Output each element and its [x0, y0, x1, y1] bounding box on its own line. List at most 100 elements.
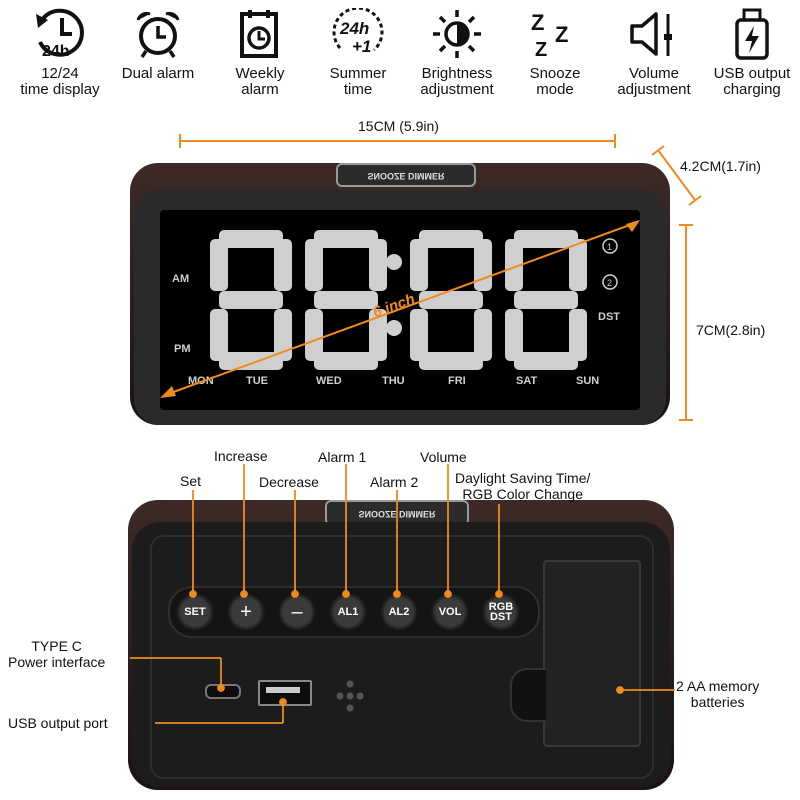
usb-charging-icon: [735, 8, 769, 60]
digit-2-segment: [369, 309, 387, 361]
volume-button[interactable]: VOL: [431, 593, 469, 631]
feature-snooze: Z Z Z Snooze mode: [505, 8, 605, 98]
digit-3-segment: [410, 239, 428, 291]
am-indicator: AM: [172, 273, 189, 285]
depth-dimension: 4.2CM(1.7in): [680, 158, 761, 174]
digit-3-segment: [474, 239, 492, 291]
digit-4-segment: [505, 309, 523, 361]
feature-brightness: Brightness adjustment: [407, 8, 507, 98]
digit-1-segment: [219, 291, 283, 309]
digit-1-segment: [274, 309, 292, 361]
usb-port-tongue: [266, 687, 300, 693]
clock-24h-icon: 24h: [36, 8, 84, 60]
digit-4-segment: [569, 309, 587, 361]
colon-dot-top: [386, 254, 402, 270]
digit-2-segment: [305, 309, 323, 361]
feature-12-24: 24h 12/24 time display: [10, 8, 110, 98]
dst-indicator: DST: [598, 311, 620, 323]
digit-2-segment: [305, 239, 323, 291]
alarm2-indicator: 2: [602, 274, 618, 290]
alarm1-label: Alarm 1: [318, 449, 367, 465]
weekday-fri: FRI: [448, 375, 466, 387]
diagonal-arrow-start: [160, 386, 176, 398]
set-button[interactable]: SET: [176, 593, 214, 631]
feature-label: Weekly alarm: [235, 65, 285, 98]
alarm2-label: Alarm 2: [370, 474, 419, 490]
diagonal-line: [167, 221, 639, 395]
volume-label: Volume: [420, 449, 467, 465]
feature-dual-alarm: Dual alarm: [108, 8, 208, 82]
digit-3-segment: [474, 309, 492, 361]
weekday-row: MONTUEWEDTHUFRISATSUN: [188, 375, 599, 387]
feature-label: Snooze mode: [529, 65, 581, 98]
digit-1-segment: [274, 239, 292, 291]
increase-label: Increase: [214, 448, 268, 464]
weekday-sun: SUN: [576, 375, 599, 387]
volume-icon: [630, 12, 672, 56]
snooze-icon: Z Z Z: [531, 10, 568, 60]
digit-4-segment: [514, 291, 578, 309]
width-dimension: 15CM (5.9in): [358, 118, 439, 134]
digit-1-segment: [210, 239, 228, 291]
digit-1-segment: [219, 230, 283, 248]
weekday-sat: SAT: [516, 375, 537, 387]
type-c-label: TYPE C Power interface: [8, 638, 106, 670]
digit-4-segment: [569, 239, 587, 291]
feature-label: Brightness adjustment: [420, 65, 494, 98]
digit-3-segment: [419, 352, 483, 370]
set-label: Set: [180, 473, 202, 489]
digit-segments: [210, 230, 587, 370]
feature-label: 12/24 time display: [20, 65, 100, 98]
brightness-icon: [433, 10, 481, 58]
feature-label: Volume adjustment: [617, 65, 691, 98]
digit-4-segment: [514, 352, 578, 370]
digit-1-segment: [210, 309, 228, 361]
digit-2-segment: [369, 239, 387, 291]
battery-latch[interactable]: [510, 668, 546, 722]
feature-summer-time: 24h +1 Summer time: [308, 8, 408, 98]
battery-compartment[interactable]: [543, 560, 641, 747]
decrease-label: Decrease: [259, 474, 319, 490]
digit-2-segment: [314, 352, 378, 370]
callout-lines: [130, 464, 675, 724]
back-inner-frame: [150, 535, 654, 779]
digit-1-segment: [219, 352, 283, 370]
digit-3-segment: [419, 230, 483, 248]
increase-button[interactable]: +: [227, 593, 265, 631]
weekday-thu: THU: [382, 375, 405, 387]
snooze-z-2: Z: [555, 22, 568, 47]
feature-label: USB output charging: [713, 65, 791, 98]
snooze-z-1: Z: [531, 10, 544, 35]
digit-2-segment: [314, 291, 378, 309]
feature-usb: USB output charging: [702, 8, 800, 98]
pm-indicator: PM: [174, 343, 191, 355]
weekday-wed: WED: [316, 375, 342, 387]
feature-label: Summer time: [329, 65, 387, 98]
alarm2-number: 2: [607, 278, 612, 288]
battery-label: 2 AA memory batteries: [676, 678, 760, 710]
speaker-grille-icon: [336, 680, 364, 712]
calendar-clock-icon: [240, 10, 278, 58]
feature-weekly-alarm: Weekly alarm: [210, 8, 310, 98]
digit-2-segment: [314, 230, 378, 248]
clock-24h-text: 24h: [42, 43, 70, 60]
summer-time-text-b: +1: [352, 37, 371, 56]
alarm1-number: 1: [607, 242, 612, 252]
alarm1-indicator: 1: [602, 238, 618, 254]
rgb-dst-label: Daylight Saving Time/ RGB Color Change: [455, 470, 591, 502]
led-display: AM PM DST 1 2 MONTUEWEDTHUFRISATSUN 6 in…: [160, 220, 640, 398]
decrease-button[interactable]: –: [278, 593, 316, 631]
snooze-dimmer-button[interactable]: SNOOZE DIMMER: [336, 163, 476, 187]
summer-time-icon: 24h +1: [332, 8, 384, 56]
snooze-z-3: Z: [535, 39, 547, 60]
height-dimension: 7CM(2.8in): [696, 322, 766, 338]
alarm-clock-icon: [136, 11, 180, 58]
weekday-tue: TUE: [246, 375, 268, 387]
digit-3-segment: [410, 309, 428, 361]
colon-dot-bottom: [386, 320, 402, 336]
digit-4-segment: [505, 239, 523, 291]
digit-3-segment: [419, 291, 483, 309]
feature-volume: Volume adjustment: [604, 8, 704, 98]
alarm1-button[interactable]: AL1: [329, 593, 367, 631]
